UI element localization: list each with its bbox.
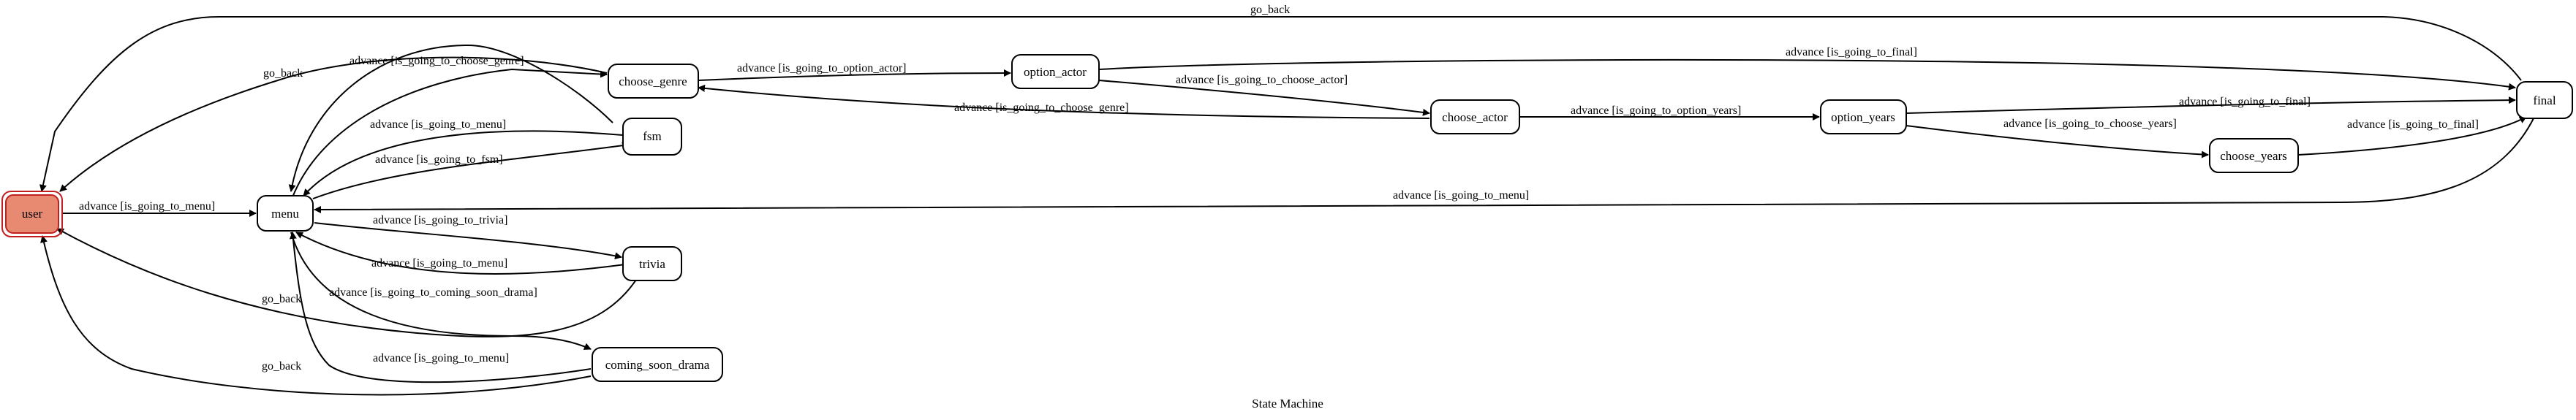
node-coming-soon-drama-label: coming_soon_drama [605, 358, 710, 372]
node-option-actor: option_actor [1011, 54, 1100, 89]
edge-label-chactor-genre: advance [is_going_to_choose_genre] [954, 102, 1129, 114]
edge-label-csd-user: go_back [262, 360, 301, 373]
node-option-years-label: option_years [1831, 110, 1895, 124]
edge-optyears-chyears [1905, 125, 2209, 159]
edge-label-genre-optactor: advance [is_going_to_option_actor] [737, 62, 907, 75]
node-choose-actor: choose_actor [1430, 99, 1520, 134]
edge-label-menu-fsm: advance [is_going_to_fsm] [375, 153, 503, 166]
edge-label-optactor-final: advance [is_going_to_final] [1786, 46, 1917, 58]
edge-csd-menu [289, 232, 592, 383]
node-menu: menu [257, 195, 314, 232]
edge-label-optyears-final: advance [is_going_to_final] [2179, 96, 2311, 108]
edge-menu-genre [292, 68, 608, 198]
node-user-label: user [22, 207, 43, 221]
node-choose-actor-label: choose_actor [1442, 110, 1508, 124]
edge-label-genre-user: go_back [263, 67, 303, 80]
edge-optyears-final [1905, 96, 2516, 114]
node-trivia-label: trivia [639, 257, 665, 271]
node-menu-label: menu [271, 207, 299, 221]
edge-label-trivia-user: go_back [262, 293, 301, 305]
edge-final-user [39, 16, 2522, 192]
edge-menu-csd [290, 232, 592, 350]
node-coming-soon-drama: coming_soon_drama [592, 347, 723, 382]
edge-fsm-menu-top [288, 44, 613, 192]
edge-label-menu-csd: advance [is_going_to_coming_soon_drama] [329, 286, 537, 299]
edge-csd-user [40, 235, 592, 396]
edge-label-chactor-optyears: advance [is_going_to_option_years] [1571, 104, 1741, 117]
edge-label-user-menu: advance [is_going_to_menu] [79, 200, 215, 213]
edge-label-optyears-chyears: advance [is_going_to_choose_years] [2003, 118, 2177, 130]
edge-optactor-final [1098, 58, 2516, 91]
node-choose-years: choose_years [2209, 138, 2299, 173]
edge-chyears-final [2297, 116, 2527, 156]
edge-label-menu-genre: advance [is_going_to_choose_genre] [350, 55, 524, 67]
diagram-title: State Machine [1252, 397, 1323, 411]
edge-label-menu-trivia: advance [is_going_to_trivia] [373, 214, 507, 226]
node-option-actor-label: option_actor [1024, 65, 1087, 79]
edge-chactor-genre [698, 84, 1430, 119]
node-fsm-label: fsm [643, 129, 662, 143]
edge-label-chyears-final: advance [is_going_to_final] [2347, 118, 2479, 131]
edge-final-menu [314, 118, 2534, 213]
node-choose-genre-label: choose_genre [619, 75, 687, 88]
edge-label-optactor-chactor: advance [is_going_to_choose_actor] [1176, 74, 1348, 86]
node-final: final [2516, 81, 2573, 119]
node-fsm: fsm [622, 118, 682, 156]
edge-menu-trivia [314, 222, 622, 260]
node-option-years: option_years [1820, 99, 1907, 134]
node-trivia: trivia [622, 246, 682, 281]
edge-genre-user [59, 56, 608, 192]
edge-genre-optactor [698, 69, 1011, 81]
edge-label-fsm-menu: advance [is_going_to_menu] [370, 118, 506, 131]
edge-menu-fsm [312, 142, 630, 199]
node-final-label: final [2533, 93, 2556, 107]
node-choose-years-label: choose_years [2220, 149, 2287, 163]
node-choose-genre: choose_genre [608, 64, 699, 99]
node-user: user [1, 191, 63, 237]
edge-label-trivia-menu: advance [is_going_to_menu] [371, 257, 507, 270]
edge-trivia-user [56, 228, 638, 337]
edge-trivia-menu [295, 232, 626, 275]
edge-label-final-menu: advance [is_going_to_menu] [1393, 189, 1529, 202]
edge-optactor-chactor [1098, 80, 1430, 116]
edge-label-final-user: go_back [1250, 4, 1290, 16]
edge-label-csd-menu: advance [is_going_to_menu] [373, 352, 509, 364]
edge-fsm-menu [303, 130, 624, 196]
